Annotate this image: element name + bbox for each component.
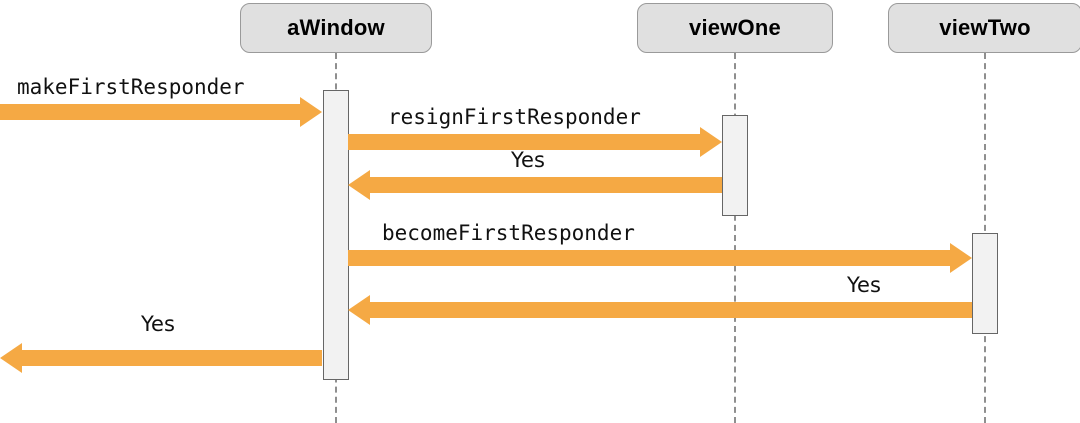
message-label-yes-awindow: Yes [141, 312, 175, 336]
message-label-yes-viewtwo: Yes [847, 273, 881, 297]
message-arrow-resignfirstresponder[interactable] [348, 127, 722, 157]
block-arrow-right-icon [0, 97, 322, 127]
activation-bar-viewone [722, 115, 748, 216]
block-arrow-left-icon [0, 343, 322, 373]
lifeline-header-awindow[interactable]: aWindow [240, 3, 432, 53]
block-arrow-right-icon [348, 127, 722, 157]
message-label-becomefirstresponder: becomeFirstResponder [382, 221, 635, 245]
lifeline-header-viewtwo[interactable]: viewTwo [888, 3, 1080, 53]
message-label-makefirstresponder: makeFirstResponder [17, 75, 245, 99]
message-arrow-yes-awindow[interactable] [0, 343, 322, 373]
message-arrow-becomefirstresponder[interactable] [348, 243, 972, 273]
activation-bar-viewtwo [972, 233, 998, 334]
block-arrow-left-icon [348, 295, 972, 325]
activation-bar-awindow [323, 90, 349, 380]
block-arrow-right-icon [348, 243, 972, 273]
message-arrow-makefirstresponder[interactable] [0, 97, 322, 127]
lifeline-label-viewtwo: viewTwo [939, 15, 1031, 40]
message-arrow-yes-viewtwo[interactable] [348, 295, 972, 325]
message-arrow-yes-viewone[interactable] [348, 170, 722, 200]
lifeline-dash-viewone [734, 53, 736, 423]
message-label-yes-viewone: Yes [511, 148, 545, 172]
lifeline-label-viewone: viewOne [689, 15, 781, 40]
block-arrow-left-icon [348, 170, 722, 200]
lifeline-header-viewone[interactable]: viewOne [637, 3, 833, 53]
lifeline-label-awindow: aWindow [287, 15, 385, 40]
message-label-resignfirstresponder: resignFirstResponder [388, 105, 641, 129]
